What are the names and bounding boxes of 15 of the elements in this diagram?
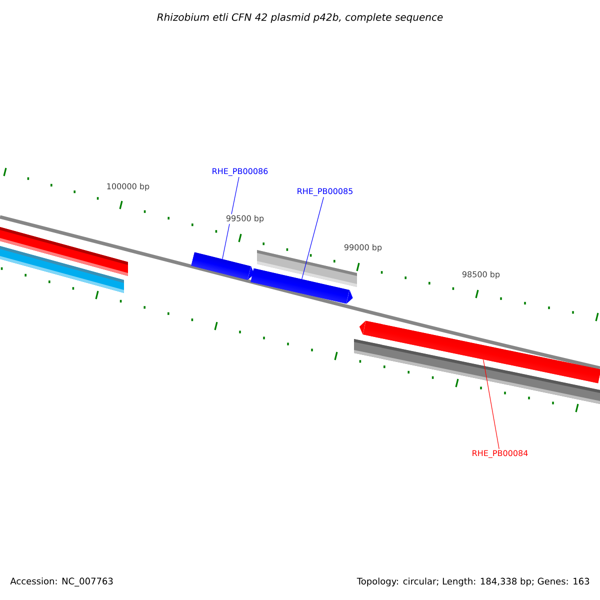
gene-feature — [250, 268, 353, 304]
scale-label: 99000 bp — [342, 243, 384, 253]
scale-label: 99500 bp — [224, 214, 266, 224]
leader-line — [302, 196, 324, 280]
gene-label: RHE_PB00085 — [298, 188, 352, 196]
title: Rhizobium etli CFN 42 plasmid p42b, complete sequence — [157, 13, 443, 23]
gene-feature — [359, 320, 600, 384]
leader-line — [483, 359, 500, 450]
footer-text: Accession: NC_007763 — [9, 576, 114, 588]
scale-label: 100000 bp — [105, 182, 151, 192]
gene-label: RHE_PB00086 — [212, 168, 268, 176]
footer-text: Topology: circular; Length: 184,338 bp; Genes: 163 — [356, 576, 591, 588]
scale-label: 98500 bp — [460, 270, 502, 280]
gene-feature — [191, 252, 254, 280]
gene-label: RHE_PB00084 — [472, 450, 528, 458]
